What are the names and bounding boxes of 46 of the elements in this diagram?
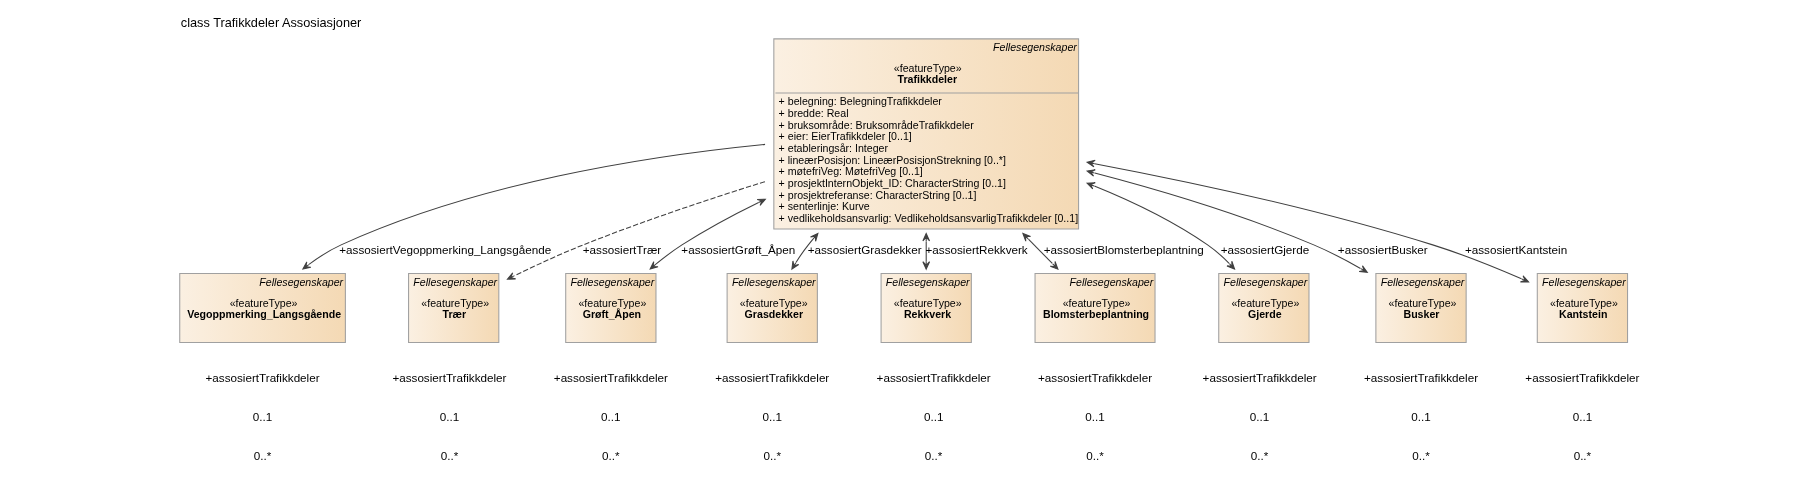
- label: 0..1: [439, 409, 459, 423]
- label: +assosiertTrafikkdeler: [1524, 370, 1639, 384]
- label: 0..1: [600, 409, 621, 423]
- label: 0..1: [1084, 409, 1105, 423]
- arrow: [506, 181, 765, 280]
- label: +assosiertTrafikkdeler: [553, 370, 668, 384]
- edge-label: +assosiertGrøft_Åpen: [680, 243, 795, 257]
- label: 0..1: [762, 409, 782, 423]
- arrow: [649, 198, 766, 270]
- label: +assosiertTrafikkdeler: [391, 370, 506, 384]
- edge-label: +assosiertGrasdekker: [807, 243, 922, 257]
- label: 0..1: [1410, 409, 1431, 423]
- arrow: [1021, 233, 1058, 270]
- label: 0..*: [1250, 449, 1268, 463]
- label: +assosiertTrafikkdeler: [205, 370, 320, 384]
- label: 0..1: [1572, 409, 1592, 423]
- label: 0..*: [1573, 449, 1591, 463]
- edge-label: +assosiertRekkverk: [925, 243, 1028, 257]
- edge-label: +assosiertBlomsterbeplantning: [1043, 243, 1204, 257]
- label: 0..*: [1411, 449, 1430, 463]
- diagram-title: class Trafikkdeler Assosiasjoner: [180, 14, 361, 30]
- edge-label: +assosiertKantstein: [1464, 243, 1567, 257]
- label: 0..1: [923, 409, 943, 423]
- label: 0..*: [762, 449, 781, 463]
- label: 0..1: [252, 409, 272, 423]
- label: 0..*: [924, 449, 942, 463]
- arrow: [790, 232, 818, 270]
- arrow: [1086, 169, 1368, 273]
- label: 0..*: [1085, 449, 1104, 463]
- arrow: [301, 143, 766, 270]
- arrow: [1086, 182, 1235, 270]
- label: 0..*: [601, 449, 620, 463]
- label: +assosiertTrafikkdeler: [876, 370, 991, 384]
- label: 0..*: [440, 449, 458, 463]
- edge-label: +assosiertGjerde: [1220, 243, 1309, 257]
- label: 0..*: [253, 449, 271, 463]
- edge-label: +assosiertTrær: [582, 243, 661, 257]
- label: +assosiertTrafikkdeler: [1363, 370, 1478, 384]
- edge-label: +assosiertVegoppmerking_Langsgående: [338, 243, 551, 257]
- label: +assosiertTrafikkdeler: [714, 370, 829, 384]
- arrow: [1086, 159, 1529, 283]
- label: 0..1: [1249, 409, 1269, 423]
- edge-label: +assosiertBusker: [1337, 243, 1428, 257]
- label: +assosiertTrafikkdeler: [1037, 370, 1152, 384]
- arrow: [921, 233, 930, 270]
- label: +assosiertTrafikkdeler: [1202, 370, 1317, 384]
